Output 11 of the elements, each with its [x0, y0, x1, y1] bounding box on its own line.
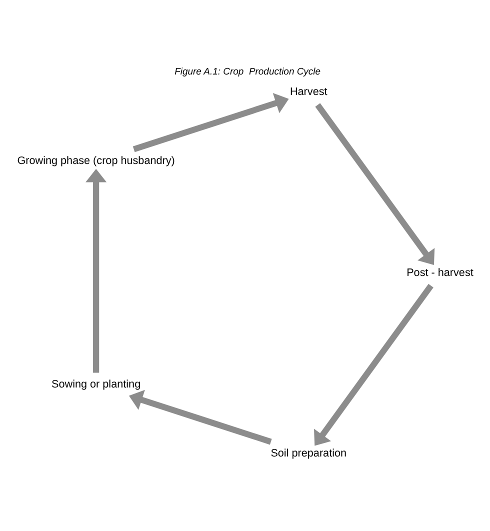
node-text: Growing phase (crop husbandry) — [17, 155, 175, 168]
node-text: Soil preparation — [270, 448, 347, 460]
node-text: Harvest — [290, 86, 328, 98]
arrow — [128, 390, 272, 445]
node-text: Post - harvest — [406, 266, 474, 279]
arrow — [86, 168, 107, 373]
arrow — [314, 284, 434, 446]
arrow — [315, 103, 435, 265]
diagram-title: Figure A.1: Crop Production Cycle — [174, 66, 321, 78]
arrow — [132, 93, 289, 152]
node-text: Sowing or planting — [52, 378, 141, 391]
